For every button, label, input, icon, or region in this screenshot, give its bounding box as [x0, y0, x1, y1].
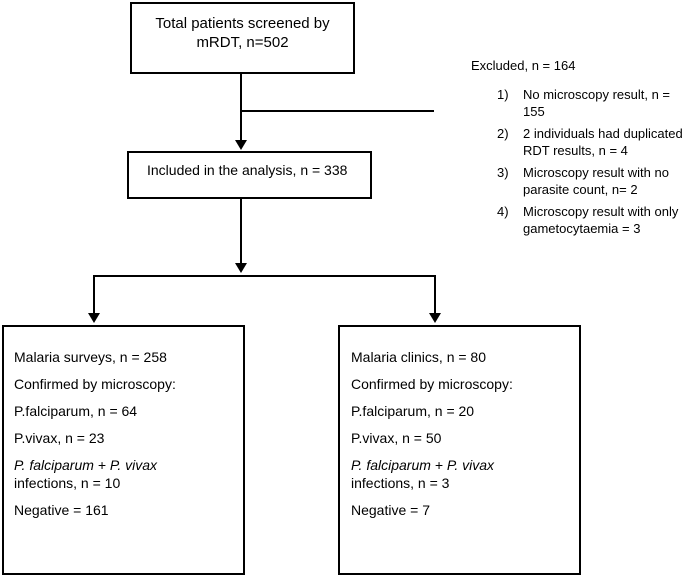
excluded-item: 2)2 individuals had duplicated RDT resul… — [497, 126, 683, 158]
arrow-to-surveys — [88, 313, 100, 323]
clinics-pf: P.falciparum, n = 20 — [351, 403, 475, 419]
clinics-negative: Negative = 7 — [351, 502, 430, 518]
excluded-item: 1)No microscopy result, n = 155 — [497, 87, 671, 119]
surveys-negative: Negative = 161 — [14, 502, 109, 518]
split-right-drop — [434, 275, 436, 315]
split-left-drop — [93, 275, 95, 315]
surveys-mixed-species: P. falciparum + P. vivax — [14, 457, 158, 473]
arrow-to-included — [235, 140, 247, 150]
connector-top — [240, 74, 242, 142]
excluded-item: 3)Microscopy result with no parasite cou… — [497, 165, 669, 197]
clinics-mixed-count: infections, n = 3 — [351, 475, 450, 491]
exclusion-branch-line — [240, 110, 434, 112]
clinics-box: Malaria clinics, n = 80 Confirmed by mic… — [338, 325, 581, 575]
connector-middle — [240, 199, 242, 265]
clinics-title: Malaria clinics, n = 80 — [351, 349, 487, 365]
surveys-box: Malaria surveys, n = 258 Confirmed by mi… — [2, 325, 245, 575]
clinics-pv: P.vivax, n = 50 — [351, 430, 442, 446]
screened-box: Total patients screened by mRDT, n=502 — [130, 2, 355, 74]
screened-text: Total patients screened by mRDT, n=502 — [155, 15, 330, 51]
excluded-list: 1)No microscopy result, n = 155 2)2 indi… — [497, 86, 685, 242]
included-box: Included in the analysis, n = 338 — [127, 151, 372, 199]
surveys-mixed-count: infections, n = 10 — [14, 475, 121, 491]
clinics-confirmed: Confirmed by microscopy: — [351, 376, 513, 392]
excluded-item: 4)Microscopy result with only gametocyta… — [497, 204, 679, 236]
split-horizontal — [93, 275, 436, 277]
surveys-pf: P.falciparum, n = 64 — [14, 403, 138, 419]
surveys-pv: P.vivax, n = 23 — [14, 430, 105, 446]
arrow-to-split — [235, 263, 247, 273]
clinics-mixed-species: P. falciparum + P. vivax — [351, 457, 495, 473]
surveys-confirmed: Confirmed by microscopy: — [14, 376, 176, 392]
excluded-title: Excluded, n = 164 — [471, 58, 576, 73]
surveys-title: Malaria surveys, n = 258 — [14, 349, 167, 365]
arrow-to-clinics — [429, 313, 441, 323]
included-text: Included in the analysis, n = 338 — [147, 162, 348, 178]
